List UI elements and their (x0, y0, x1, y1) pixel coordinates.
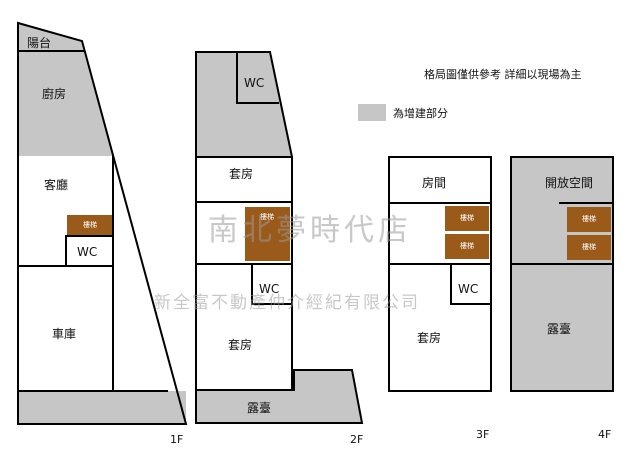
f1-wc-label: WC (77, 245, 97, 259)
f4-outline (510, 156, 614, 392)
f2-terrace-outline (195, 369, 364, 424)
f4-stairs-bottom-label: 樓梯 (582, 242, 596, 251)
f3-floor-label: 3F (476, 428, 489, 441)
disclaimer-note: 格局圖僅供參考 詳細以現場為主 (424, 67, 582, 81)
f1-living-label: 客廳 (44, 177, 68, 192)
f4-stairs-bottom (567, 235, 611, 260)
f2-top-addition (196, 52, 292, 157)
f2-wc-top-walls (236, 52, 279, 104)
f1-stairs-label: 樓梯 (83, 220, 97, 229)
f2-wc-label: WC (259, 282, 279, 296)
floor-3f: 房間 樓梯 樓梯 WC 套房 3F (388, 156, 492, 441)
f2-terrace-addition (196, 370, 362, 423)
f1-floor-label: 1F (170, 433, 183, 446)
f2-suite-bottom-label: 套房 (228, 337, 252, 352)
f3-stairs-top (445, 206, 489, 231)
f1-kitchen-label: 廚房 (42, 86, 66, 101)
f1-kitchen-addition (18, 23, 113, 156)
f3-wc-walls (450, 264, 491, 305)
floor-2f: WC 套房 樓梯 WC 套房 露臺 2F (195, 51, 364, 446)
f1-wc-box (65, 235, 114, 267)
f4-stairs-top-label: 樓梯 (582, 214, 596, 223)
f2-suite-top-label: 套房 (229, 166, 253, 181)
f3-stairs-bottom (445, 234, 489, 259)
f3-stairs-bottom-label: 樓梯 (460, 241, 474, 250)
f4-floor-label: 4F (598, 428, 611, 441)
f3-wc-label: WC (458, 282, 478, 296)
f2-wc-walls (251, 264, 292, 305)
f4-stairs-top (567, 207, 611, 232)
f1-balcony-label: 陽台 (27, 35, 51, 50)
f4-terrace-label: 露臺 (547, 321, 571, 336)
f3-stairs-top-label: 樓梯 (460, 213, 474, 222)
floor-1f: 陽台 廚房 客廳 樓梯 WC 車庫 1F (17, 21, 188, 446)
f2-floor-label: 2F (350, 433, 363, 446)
f3-outline (388, 156, 492, 392)
f2-terrace-label: 露臺 (247, 400, 271, 415)
floor-4f: 開放空間 樓梯 樓梯 露臺 4F (510, 156, 614, 441)
legend-label: 為增建部分 (393, 106, 448, 120)
legend-swatch (358, 104, 386, 121)
f2-stairs (245, 207, 290, 261)
f2-stairs-label: 樓梯 (260, 212, 274, 221)
f2-wc-top-label: WC (244, 76, 264, 90)
f1-garage-label: 車庫 (52, 327, 76, 341)
f1-bottom-addition (18, 391, 186, 424)
f4-open-space-label: 開放空間 (545, 175, 593, 190)
f2-outline (195, 51, 293, 391)
f1-stairs (67, 215, 112, 235)
f1-outline (17, 21, 188, 425)
watermark-company-name: 新全富不動產仲介經紀有限公司 (154, 293, 420, 313)
watermark-store-name: 南北夢時代店 (208, 213, 412, 248)
f3-room-label: 房間 (422, 175, 446, 190)
f3-suite-label: 套房 (417, 330, 441, 345)
